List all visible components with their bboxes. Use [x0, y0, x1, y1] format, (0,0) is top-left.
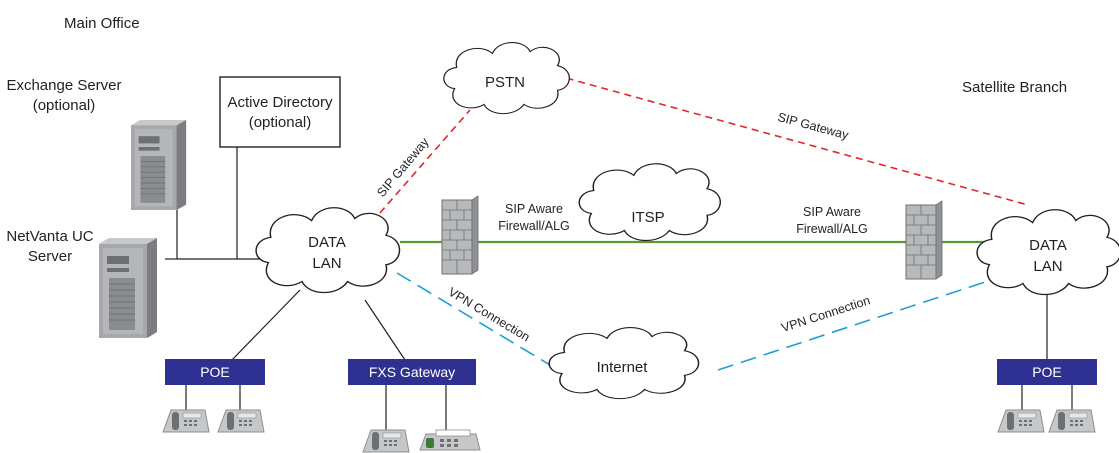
- poe-main-box: [165, 359, 265, 385]
- lan-to-poe-line: [229, 289, 301, 363]
- fax-icon: [419, 429, 481, 451]
- exchange-server-label-1: Exchange Server: [6, 77, 121, 94]
- satellite-branch-title: Satellite Branch: [962, 79, 1067, 96]
- firewall-main-icon: [441, 195, 479, 275]
- vpn-branch-label: VPN Connection: [780, 293, 872, 335]
- data-lan-main-label-1: DATA: [308, 234, 346, 251]
- data-lan-branch-label-1: DATA: [1029, 237, 1067, 254]
- data-lan-main-label-2: LAN: [312, 255, 341, 272]
- sip-gateway-line-main: [371, 109, 471, 223]
- netvanta-server-icon: [98, 237, 158, 339]
- active-directory-label-2: (optional): [249, 114, 312, 131]
- itsp-label: ITSP: [631, 209, 664, 226]
- phone-icon: [1048, 409, 1096, 433]
- data-lan-branch-label-2: LAN: [1033, 258, 1062, 275]
- exchange-server-icon: [130, 119, 187, 211]
- phone-icon: [217, 409, 265, 433]
- connection-lines: [165, 74, 1073, 430]
- vpn-main-label: VPN Connection: [446, 285, 532, 345]
- firewall-main-label-2: Firewall/ALG: [498, 219, 570, 233]
- poe-main-label: POE: [200, 364, 230, 380]
- sip-gateway-line-branch: [554, 74, 1029, 206]
- poe-branch-box: [997, 359, 1097, 385]
- pstn-label: PSTN: [485, 74, 525, 91]
- internet-label: Internet: [597, 359, 649, 376]
- active-directory-label-1: Active Directory: [227, 94, 333, 111]
- exchange-server-label-2: (optional): [33, 97, 96, 114]
- firewall-branch-label-1: SIP Aware: [803, 205, 861, 219]
- sip-gateway-branch-label: SIP Gateway: [776, 110, 851, 143]
- phone-icon: [162, 409, 210, 433]
- netvanta-server-label-1: NetVanta UC: [6, 228, 93, 245]
- sip-gateway-main-label: SIP Gateway: [374, 135, 432, 200]
- itsp-cloud: [578, 163, 721, 242]
- fxs-gateway-box: [348, 359, 476, 385]
- phone-icon: [997, 409, 1045, 433]
- poe-branch-label: POE: [1032, 364, 1062, 380]
- vpn-line-main: [396, 272, 571, 378]
- firewall-branch-label-2: Firewall/ALG: [796, 222, 868, 236]
- vpn-line-branch: [717, 281, 986, 371]
- firewall-main-label-1: SIP Aware: [505, 202, 563, 216]
- netvanta-server-label-2: Server: [28, 248, 72, 265]
- fxs-gateway-label: FXS Gateway: [369, 364, 455, 380]
- lan-to-fxs-line: [364, 299, 406, 361]
- active-directory-box: [219, 76, 341, 148]
- main-office-title: Main Office: [64, 15, 140, 32]
- phone-icon: [362, 429, 410, 453]
- firewall-branch-icon: [905, 200, 943, 280]
